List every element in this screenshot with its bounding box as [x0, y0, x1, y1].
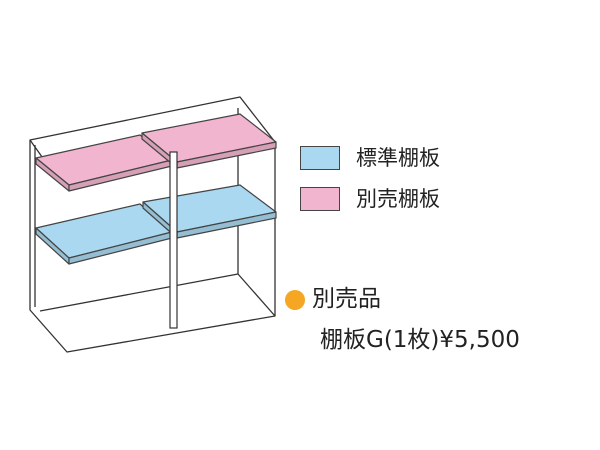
legend-swatch-optional [300, 187, 340, 211]
legend-label-optional: 別売棚板 [356, 187, 440, 211]
bullet-dot-icon [285, 290, 305, 310]
note-title: 別売品 [312, 286, 381, 312]
note-price-line: 棚板G(1枚)¥5,500 [320, 327, 520, 353]
center-post [169, 151, 178, 329]
cabinet-bottom-edge [39, 273, 239, 312]
legend-swatch-standard [300, 146, 340, 170]
legend-label-standard: 標準棚板 [356, 146, 440, 170]
cabinet-right-inner-edge [237, 273, 276, 317]
